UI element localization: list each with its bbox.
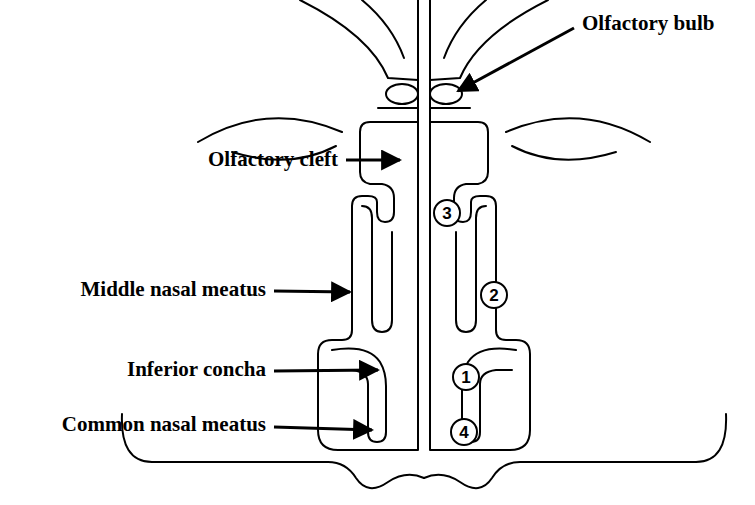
callout-number: 1: [461, 369, 470, 386]
callout-number: 4: [459, 424, 468, 441]
callout-circle: 3: [433, 199, 461, 227]
leader-arrow: [274, 427, 372, 430]
right-half: [424, 0, 726, 488]
callout-circle: 1: [452, 363, 480, 391]
leader-arrow: [458, 28, 574, 91]
leader-arrow: [346, 159, 400, 162]
leader-arrow: [274, 370, 378, 371]
nasal-septum: [418, 0, 430, 450]
leader-arrows: [274, 28, 574, 430]
callout-circle: 4: [450, 418, 478, 446]
part-label: Olfactory bulb: [582, 12, 714, 35]
leader-arrow: [274, 291, 350, 292]
callout-circle: 2: [480, 281, 508, 309]
callout-number: 2: [489, 287, 498, 304]
part-label: Inferior concha: [127, 358, 266, 381]
part-label: Common nasal meatus: [62, 413, 266, 436]
callout-number: 3: [442, 205, 451, 222]
part-label: Olfactory cleft: [208, 148, 338, 171]
part-label: Middle nasal meatus: [80, 278, 266, 301]
